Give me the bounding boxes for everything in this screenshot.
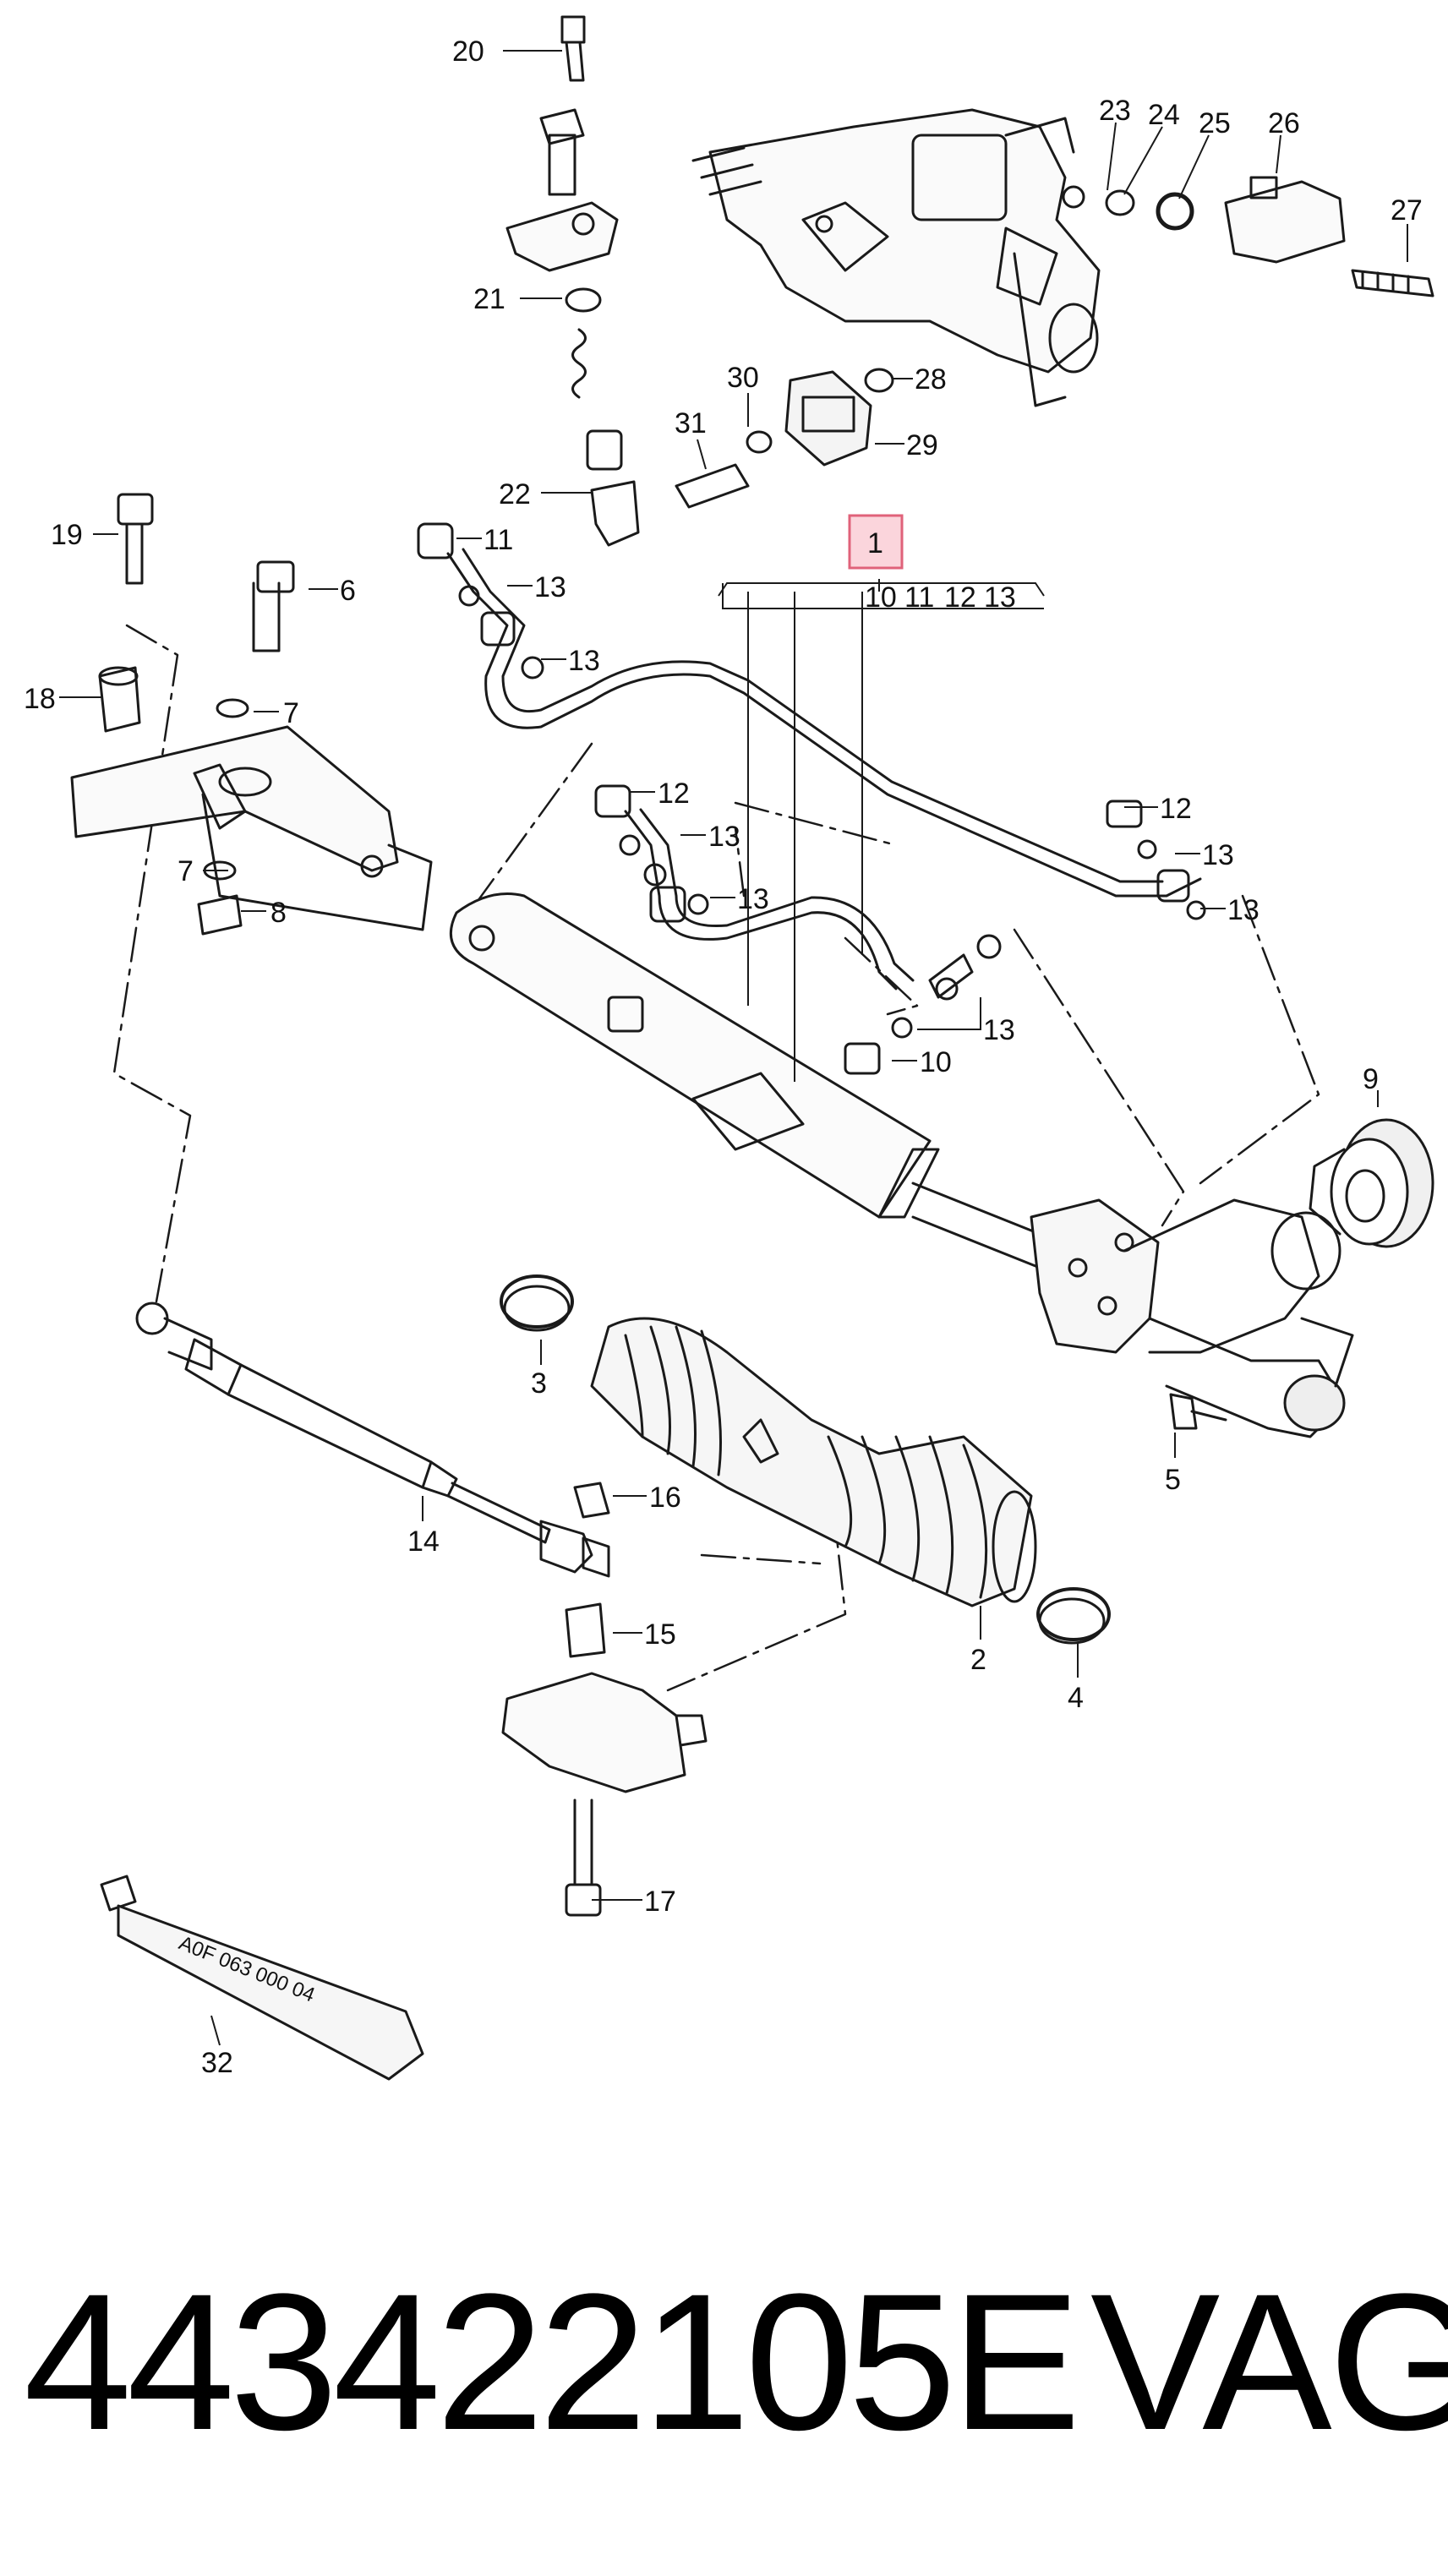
callout-15: 15	[644, 1618, 676, 1651]
callout-13-g: 13	[1227, 894, 1259, 926]
callout-20: 20	[452, 35, 484, 68]
brand-name: VAG	[1090, 2253, 1448, 2470]
group-label-12: 12	[944, 581, 976, 614]
hydraulic-lines	[446, 548, 1202, 999]
callout-12-b: 12	[1160, 793, 1192, 825]
bellows-boot	[590, 1317, 1037, 1607]
steering-rack-housing	[449, 892, 1354, 1438]
callout-13-b: 13	[568, 645, 600, 677]
callout-6: 6	[340, 575, 356, 607]
bolt-19-and-spacer-18	[98, 493, 154, 733]
callout-9: 9	[1363, 1063, 1379, 1095]
bolt-5	[1169, 1393, 1227, 1430]
callout-19: 19	[51, 519, 83, 551]
callout-10: 10	[920, 1046, 952, 1078]
callout-2: 2	[970, 1644, 986, 1676]
callout-28: 28	[915, 363, 947, 396]
callout-leaders	[59, 50, 1408, 2046]
pulley-9	[1309, 1118, 1434, 1248]
callout-14: 14	[407, 1525, 440, 1558]
callout-25: 25	[1199, 107, 1231, 139]
callout-13-f: 13	[1202, 839, 1234, 871]
callout-4: 4	[1068, 1682, 1084, 1714]
mounting-bracket	[70, 560, 433, 936]
callout-21: 21	[473, 283, 505, 315]
callout-12-a: 12	[658, 778, 690, 810]
callout-13-e: 13	[983, 1014, 1015, 1046]
grease-tube-32	[100, 1875, 424, 2081]
callout-27: 27	[1391, 194, 1423, 226]
callout-1-highlight	[848, 514, 904, 570]
seal-parts-23-27	[1062, 176, 1434, 297]
tie-rod-14	[135, 1302, 593, 1574]
callout-11: 11	[484, 524, 513, 556]
group-bracket-drops	[747, 592, 863, 1082]
callout-22: 22	[499, 478, 531, 510]
callout-26: 26	[1268, 107, 1300, 139]
callout-5: 5	[1165, 1464, 1181, 1496]
callout-7-lower: 7	[178, 855, 194, 887]
leader-lines	[112, 624, 1320, 1692]
clamp-4	[1036, 1587, 1111, 1645]
callout-13-c: 13	[708, 821, 740, 853]
callout-13-a: 13	[534, 571, 566, 603]
sensor-parts-28-31	[675, 368, 894, 509]
group-bracket	[718, 582, 1045, 597]
callout-30: 30	[727, 362, 759, 394]
callout-17: 17	[644, 1886, 676, 1918]
banjo-fittings	[417, 522, 1206, 1075]
callout-3: 3	[531, 1367, 547, 1400]
callout-18: 18	[24, 683, 56, 715]
callout-8: 8	[270, 897, 287, 929]
part-number: 443422105E	[24, 2253, 1081, 2470]
callout-29: 29	[906, 429, 938, 461]
bolt-stack-20-22	[505, 15, 640, 547]
clamp-3	[500, 1274, 574, 1332]
callout-16: 16	[649, 1482, 681, 1514]
callout-23: 23	[1099, 95, 1131, 127]
parts-exploded-diagram: 20 21 22 19 6 18 7 7 8 11 13 13 12 13 13…	[24, 15, 1434, 2081]
callout-24: 24	[1148, 99, 1180, 131]
callout-7-upper: 7	[283, 697, 299, 729]
group-label-10: 10	[865, 581, 897, 614]
group-label-13: 13	[984, 581, 1016, 614]
callout-1: 1	[867, 527, 883, 559]
callout-31: 31	[675, 407, 707, 439]
steering-column-assembly	[691, 108, 1101, 407]
bracket-15-17	[501, 1482, 708, 1917]
callout-32: 32	[201, 2047, 233, 2079]
callout-13-d: 13	[737, 883, 769, 915]
group-label-11: 11	[904, 581, 934, 614]
